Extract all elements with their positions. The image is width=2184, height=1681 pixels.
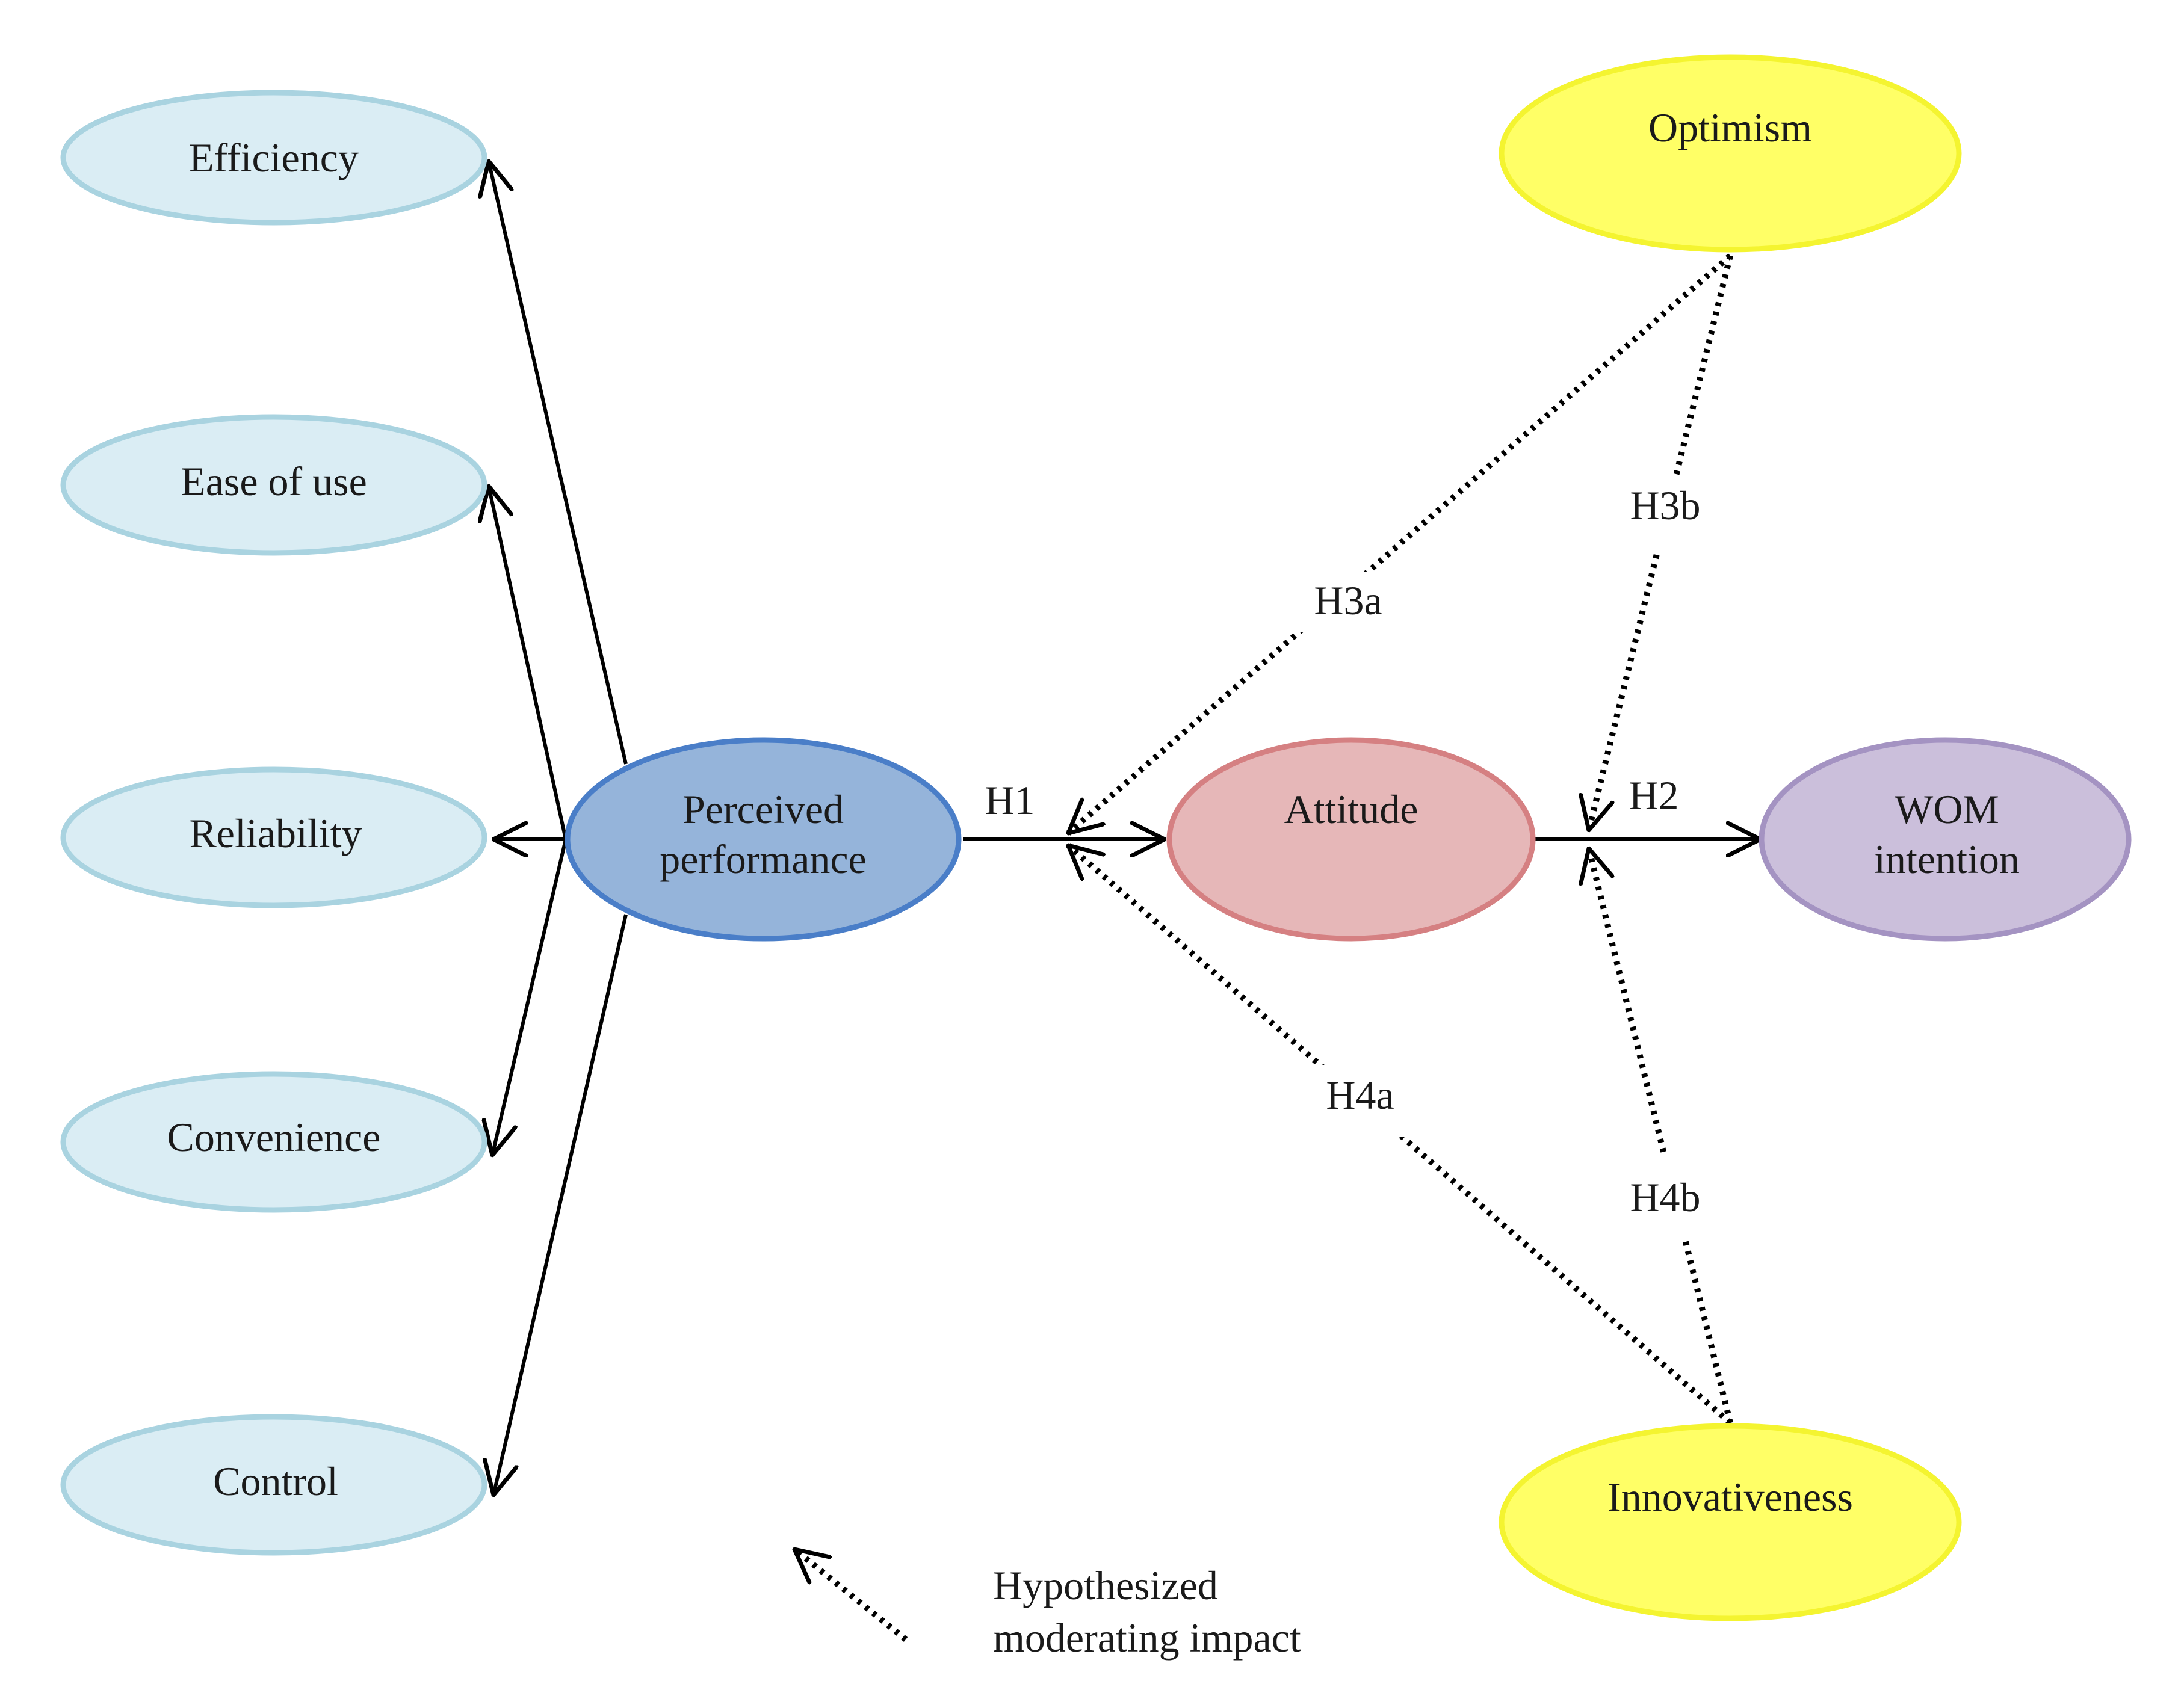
node-perceived-performance: Perceived performance — [565, 737, 962, 942]
node-ease-of-use: Ease of use — [60, 414, 487, 556]
attitude-label: Attitude — [1284, 786, 1418, 832]
perceived-performance-label-line2: performance — [660, 836, 867, 882]
h4a-label-bg — [1306, 1065, 1411, 1137]
hypothesis-labels: H1 H2 H3a H3b H4a H4b — [985, 475, 1721, 1239]
h3b-label-bg — [1613, 475, 1721, 554]
h4b-label: H4b — [1630, 1174, 1700, 1220]
arrow-to-efficiency — [489, 161, 628, 765]
arrow-to-ease-of-use — [489, 486, 568, 840]
convenience-label: Convenience — [167, 1114, 381, 1160]
dimension-arrows — [489, 161, 628, 1495]
node-control: Control — [60, 1414, 487, 1556]
optimism-ellipse — [1499, 54, 1962, 253]
ease-of-use-ellipse — [60, 414, 487, 556]
node-convenience: Convenience — [60, 1071, 487, 1213]
h3a-label-bg — [1297, 572, 1399, 632]
node-reliability: Reliability — [60, 766, 487, 908]
h3b-label: H3b — [1630, 483, 1700, 528]
ease-of-use-label: Ease of use — [181, 458, 367, 504]
h4b-dotted-arrow — [1589, 848, 1733, 1424]
reliability-ellipse — [60, 766, 487, 908]
innovativeness-ellipse — [1499, 1423, 1962, 1621]
h3a-dotted-arrow — [1068, 253, 1733, 836]
perceived-performance-ellipse — [565, 737, 962, 942]
convenience-ellipse — [60, 1071, 487, 1213]
node-optimism: Optimism — [1499, 54, 1962, 253]
node-wom-intention: WOM intention — [1759, 737, 2132, 942]
arrow-to-convenience — [492, 839, 568, 1155]
legend-line2: moderating impact — [993, 1615, 1301, 1661]
arrow-to-control — [493, 914, 628, 1495]
perceived-performance-label-line1: Perceived — [682, 786, 844, 832]
h2-label: H2 — [1629, 773, 1678, 818]
wom-intention-ellipse — [1759, 737, 2132, 942]
h4a-dotted-arrow — [1068, 843, 1733, 1425]
legend: Hypothesized moderating impact — [993, 1562, 1301, 1661]
node-innovativeness: Innovativeness — [1499, 1423, 1962, 1621]
h1-label: H1 — [985, 777, 1035, 823]
control-label: Control — [213, 1458, 338, 1504]
efficiency-label: Efficiency — [189, 135, 359, 180]
innovativeness-label: Innovativeness — [1607, 1474, 1853, 1520]
legend-line1: Hypothesized — [993, 1562, 1218, 1608]
moderating-arrows — [794, 253, 1733, 1642]
control-ellipse — [60, 1414, 487, 1556]
wom-intention-label-line1: WOM — [1895, 786, 1999, 832]
h4b-label-bg — [1613, 1155, 1721, 1239]
efficiency-ellipse — [60, 90, 487, 226]
attitude-ellipse — [1166, 737, 1536, 942]
h3b-dotted-arrow — [1589, 254, 1733, 830]
node-efficiency: Efficiency — [60, 90, 487, 226]
reliability-label: Reliability — [189, 810, 362, 856]
wom-intention-label-line2: intention — [1874, 836, 2020, 882]
optimism-label: Optimism — [1648, 105, 1812, 150]
h4a-label: H4a — [1326, 1072, 1394, 1118]
node-attitude: Attitude — [1166, 737, 1536, 942]
h3a-label: H3a — [1314, 578, 1382, 623]
legend-dotted-arrow — [794, 1547, 908, 1642]
